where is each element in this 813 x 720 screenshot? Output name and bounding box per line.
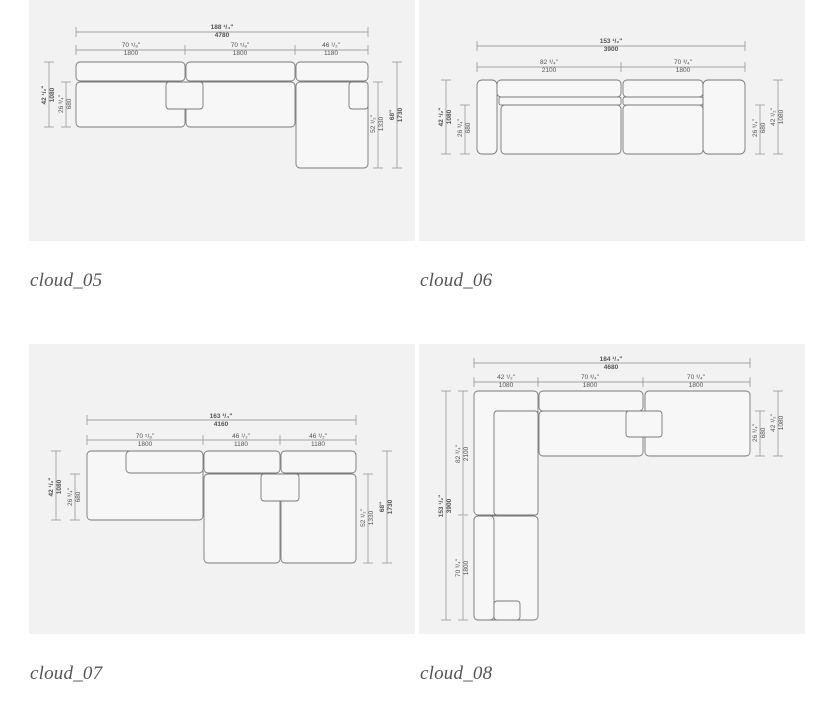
diagram-caption[interactable]: cloud_07 [30,663,103,684]
backrest-module [185,61,296,82]
segment-3-inches: 46 ¹/₂" [322,42,341,49]
depth-outer-mm: 1730 [387,499,394,514]
segment-1-inches: 82 ³/₄" [540,59,559,66]
segment-2-inches: 70 ⁵/₈" [231,42,250,49]
depth-inner-inches: 52 ¹/₂" [360,508,367,527]
backrest-module [622,79,704,98]
sofa-plan-cloud-08: 184 ¹/₄" 4680 42 ¹/₂" 1080 70 ³/₄" 1800 … [438,356,785,621]
depth-outer-inches: 68" [379,502,386,512]
left-total-mm: 3900 [446,498,453,513]
segment-2-mm: 1800 [233,50,248,57]
diagram-panel: 163 ³/₄" 4160 70 ⁵/₈" 1800 46 ¹/₂" 1180 … [29,344,415,634]
segment-2-mm: 1800 [583,382,598,389]
backrest-module [622,96,704,106]
backrest-module [295,61,369,82]
segment-3-mm: 1180 [311,441,325,448]
height-outer-inches: 42 ¹/₂" [48,478,55,497]
height-outer-mm: 1080 [446,109,453,124]
segment-2-mm: 1800 [676,67,691,74]
depth-inner-inches: 52 ¹/₂" [370,114,377,133]
armrest-module [493,600,521,621]
backrest-module [125,450,204,474]
backrest-module [496,79,622,98]
seat-module [493,410,539,516]
height-outer-inches: 42 ¹/₂" [41,86,48,105]
segment-2-mm: 1180 [234,441,248,448]
segment-2-inches: 70 ³/₄" [674,59,693,66]
depth-inner-mm: 1330 [368,510,375,525]
height-inner-mm: 680 [75,491,82,502]
left-upper-inches: 82 ³/₄" [455,444,462,463]
height-inner-inches: 26 ³/₄" [58,94,65,113]
height-inner-mm: 680 [465,122,472,133]
segment-1-mm: 1080 [499,382,514,389]
backrest-module [75,61,186,82]
segment-3-inches: 70 ³/₄" [687,374,706,381]
height-outer-mm: 1080 [56,479,63,494]
backrest-module [280,450,357,474]
cushion-module [260,473,300,502]
diagram-caption[interactable]: cloud_05 [30,270,103,291]
sofa-plan-cloud-07: 163 ³/₄" 4160 70 ⁵/₈" 1800 46 ¹/₂" 1180 … [48,413,394,564]
diagram-panel: 153 ¹/₂" 3900 82 ³/₄" 2100 70 ³/₄" 1800 … [419,0,805,241]
segment-1-mm: 2100 [542,67,557,74]
backrest-module [538,390,644,412]
left-total-inches: 153 ¹/₂" [438,495,445,518]
segment-1-mm: 1800 [138,441,153,448]
height-outer-inches: 42 ¹/₂" [438,108,445,127]
cushion-module [625,410,663,438]
segment-2-inches: 46 ¹/₂" [232,433,251,440]
segment-3-inches: 46 ¹/₂" [309,433,328,440]
depth-outer-inches: 68" [389,110,396,120]
left-upper-mm: 2100 [463,446,470,461]
armrest-module [476,79,498,155]
seat-module [500,104,622,155]
diagram-caption[interactable]: cloud_08 [420,663,493,684]
height-inner-mm: 680 [66,98,73,109]
total-dimension-inches: 163 ³/₄" [210,413,233,420]
chaise-module [702,79,746,155]
right-inner-mm: 680 [760,122,767,133]
right-outer-mm: 1080 [778,109,785,124]
segment-2-inches: 70 ³/₄" [581,374,600,381]
sofa-plan-cloud-06: 153 ¹/₂" 3900 82 ³/₄" 2100 70 ³/₄" 1800 … [438,38,785,155]
diagram-panel: 184 ¹/₄" 4680 42 ¹/₂" 1080 70 ³/₄" 1800 … [419,344,805,634]
right-outer-inches: 42 ¹/₂" [770,413,777,432]
total-dimension-inches: 184 ¹/₄" [600,356,623,363]
cushion-module [165,81,204,110]
height-inner-inches: 26 ³/₄" [67,487,74,506]
diagram-panel: 188 ¹/₄" 4780 70 ⁵/₈" 1800 70 ⁵/₈" 1800 … [29,0,415,241]
right-inner-inches: 26 ³/₄" [752,423,759,442]
depth-outer-mm: 1730 [397,107,404,122]
segment-1-mm: 1800 [124,50,139,57]
diagram-caption[interactable]: cloud_06 [420,270,493,291]
backrest-module [473,515,495,621]
armrest-module [348,81,369,110]
depth-inner-mm: 1330 [378,116,385,131]
segment-1-inches: 70 ⁵/₈" [122,42,141,49]
total-dimension-inches: 188 ¹/₄" [211,24,234,31]
segment-1-inches: 42 ¹/₂" [497,374,516,381]
backrest-module [203,450,281,474]
height-outer-mm: 1080 [49,87,56,102]
backrest-module [498,96,622,106]
right-inner-inches: 26 ³/₄" [752,118,759,137]
total-dimension-mm: 4160 [214,421,229,428]
right-inner-mm: 680 [760,427,767,438]
right-outer-mm: 1080 [778,415,785,430]
seat-module [622,104,704,155]
sofa-plan-cloud-05: 188 ¹/₄" 4780 70 ⁵/₈" 1800 70 ⁵/₈" 1800 … [41,24,404,169]
chaise-module [280,473,357,564]
segment-3-mm: 1800 [689,382,704,389]
total-dimension-mm: 4680 [604,364,619,371]
left-lower-inches: 70 ³/₄" [455,558,462,577]
left-lower-mm: 1800 [463,560,470,575]
right-outer-inches: 42 ¹/₂" [770,107,777,126]
total-dimension-inches: 153 ¹/₂" [600,38,623,45]
segment-1-inches: 70 ⁵/₈" [136,433,155,440]
segment-3-mm: 1180 [324,50,338,57]
total-dimension-mm: 3900 [604,46,619,53]
total-dimension-mm: 4780 [215,32,230,39]
height-inner-inches: 26 ³/₄" [457,118,464,137]
